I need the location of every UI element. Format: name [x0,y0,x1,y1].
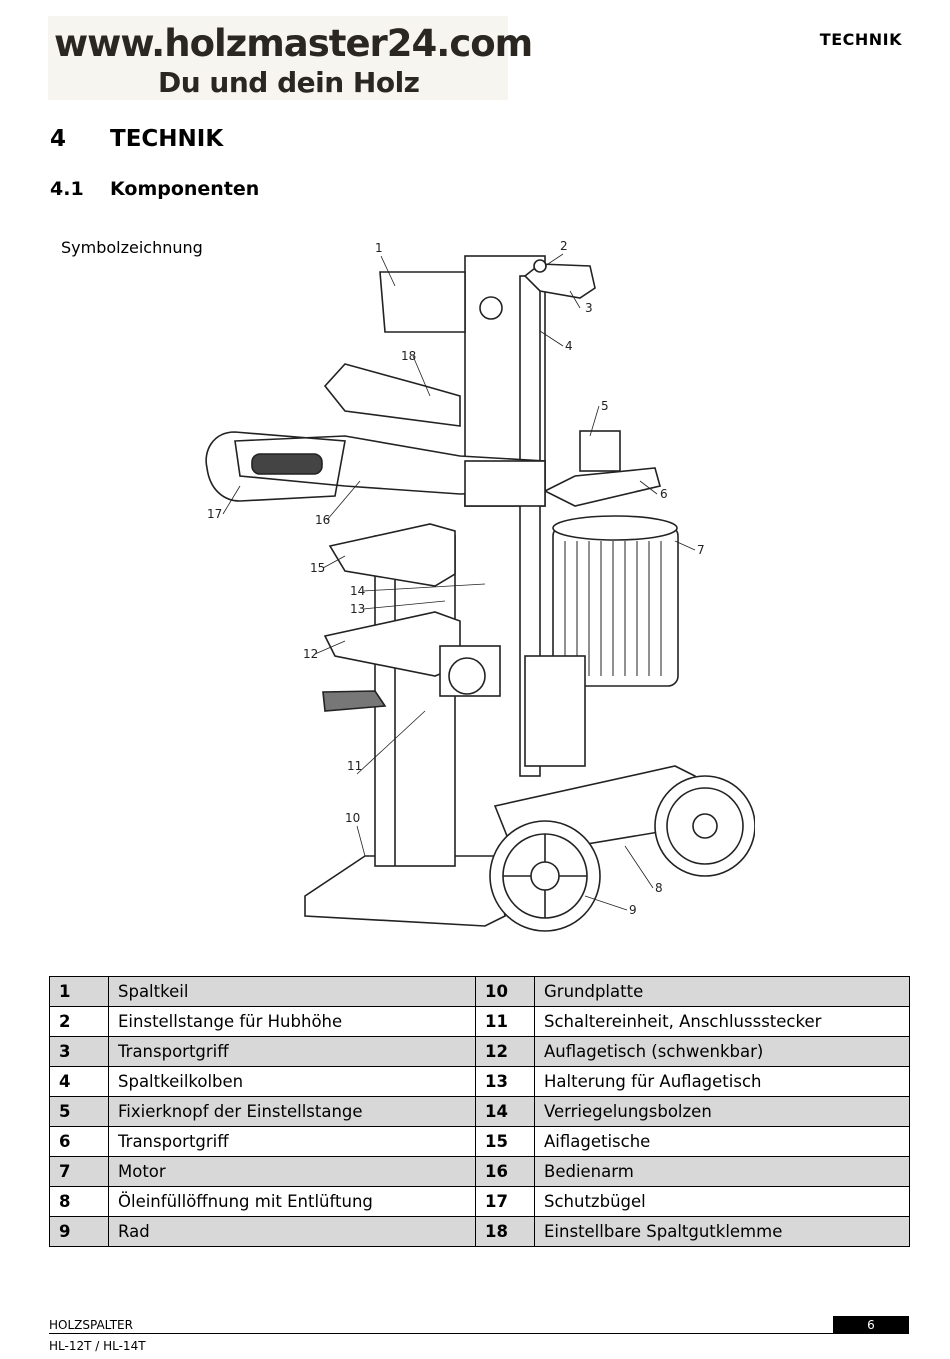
legend-label: Verriegelungsbolzen [534,1096,910,1127]
callout-13: 13 [350,602,365,616]
brand-logo: www.holzmaster24.com Du und dein Holz [48,16,533,100]
legend-label: Einstellstange für Hubhöhe [108,1006,476,1037]
table-row: 2 Einstellstange für Hubhöhe 11 Schalter… [49,1006,910,1037]
legend-number: 15 [475,1126,535,1157]
legend-label: Halterung für Auflagetisch [534,1066,910,1097]
legend-number: 4 [49,1066,109,1097]
callout-11: 11 [347,759,362,773]
component-legend-table: 1 Spaltkeil 10 Grundplatte 2 Einstellsta… [49,976,910,1247]
legend-number: 13 [475,1066,535,1097]
chapter-number: 4 [50,126,67,152]
section-number: 4.1 [50,178,84,200]
callout-10: 10 [345,811,360,825]
callout-17: 17 [207,507,222,521]
legend-number: 6 [49,1126,109,1157]
table-row: 5 Fixierknopf der Einstellstange 14 Verr… [49,1096,910,1127]
legend-label: Spaltkeilkolben [108,1066,476,1097]
legend-number: 11 [475,1006,535,1037]
callout-7: 7 [697,543,705,557]
callout-15: 15 [310,561,325,575]
legend-label: Auflagetisch (schwenkbar) [534,1036,910,1067]
log-splitter-drawing: 1 2 3 4 5 6 7 8 9 10 11 12 13 14 15 16 1… [205,239,755,932]
chapter-heading: 4 TECHNIK [50,126,223,152]
legend-label: Spaltkeil [108,976,476,1007]
table-row: 8 Öleinfüllöffnung mit Entlüftung 17 Sch… [49,1186,910,1217]
legend-label: Fixierknopf der Einstellstange [108,1096,476,1127]
callout-3: 3 [585,301,593,315]
callout-8: 8 [655,881,663,895]
legend-number: 2 [49,1006,109,1037]
legend-label: Einstellbare Spaltgutklemme [534,1216,910,1247]
callout-2: 2 [560,239,568,253]
page-number: 6 [833,1316,909,1334]
callout-16: 16 [315,513,330,527]
legend-number: 7 [49,1156,109,1187]
legend-label: Transportgriff [108,1126,476,1157]
footer-divider [49,1333,909,1334]
legend-label: Schutzbügel [534,1186,910,1217]
callout-14: 14 [350,584,365,598]
legend-number: 18 [475,1216,535,1247]
legend-number: 1 [49,976,109,1007]
legend-number: 9 [49,1216,109,1247]
logo-tagline: Du und dein Holz [158,66,420,99]
legend-label: Schaltereinheit, Anschlussstecker [534,1006,910,1037]
footer-model-name: HL-12T / HL-14T [49,1339,146,1353]
legend-number: 14 [475,1096,535,1127]
table-row: 4 Spaltkeilkolben 13 Halterung für Aufla… [49,1066,910,1097]
legend-label: Bedienarm [534,1156,910,1187]
section-heading: 4.1 Komponenten [50,178,259,200]
legend-number: 5 [49,1096,109,1127]
header-section-title: TECHNIK [819,30,902,49]
table-row: 9 Rad 18 Einstellbare Spaltgutklemme [49,1216,910,1247]
callout-12: 12 [303,647,318,661]
legend-label: Grundplatte [534,976,910,1007]
figure-caption: Symbolzeichnung [61,238,203,257]
legend-number: 3 [49,1036,109,1067]
table-row: 7 Motor 16 Bedienarm [49,1156,910,1187]
callout-1: 1 [375,241,383,255]
legend-number: 12 [475,1036,535,1067]
callout-9: 9 [629,903,637,917]
legend-number: 17 [475,1186,535,1217]
legend-label: Rad [108,1216,476,1247]
legend-label: Öleinfüllöffnung mit Entlüftung [108,1186,476,1217]
table-row: 6 Transportgriff 15 Aiflagetische [49,1126,910,1157]
legend-number: 10 [475,976,535,1007]
footer-product-name: HOLZSPALTER [49,1318,133,1332]
section-title: Komponenten [110,178,260,200]
callout-18: 18 [401,349,416,363]
table-row: 3 Transportgriff 12 Auflagetisch (schwen… [49,1036,910,1067]
legend-number: 16 [475,1156,535,1187]
callout-6: 6 [660,487,668,501]
callout-4: 4 [565,339,573,353]
logo-url: www.holzmaster24.com [54,22,533,65]
legend-number: 8 [49,1186,109,1217]
legend-label: Aiflagetische [534,1126,910,1157]
legend-label: Motor [108,1156,476,1187]
legend-label: Transportgriff [108,1036,476,1067]
table-row: 1 Spaltkeil 10 Grundplatte [49,976,910,1007]
callout-5: 5 [601,399,609,413]
chapter-title: TECHNIK [110,126,224,152]
